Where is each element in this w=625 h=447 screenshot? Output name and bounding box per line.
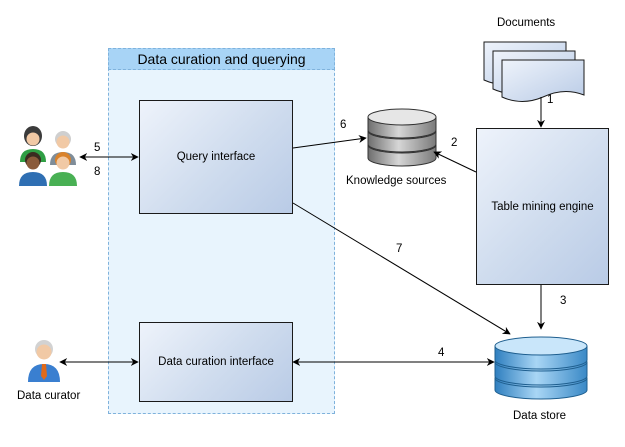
- edge-label-3: 3: [560, 295, 567, 307]
- documents-label: Documents: [497, 17, 556, 29]
- edge-label-5: 5: [94, 142, 101, 154]
- curation-interface-label: Data curation interface: [158, 356, 274, 368]
- edge-label-8: 8: [94, 166, 101, 178]
- data-store-icon: [494, 336, 588, 400]
- query-interface-box: Query interface: [139, 100, 293, 214]
- data-curator-icon: [28, 340, 60, 382]
- data-curator-label: Data curator: [17, 390, 81, 402]
- knowledge-sources-icon: [367, 108, 437, 167]
- documents-icon: [483, 41, 585, 102]
- query-interface-label: Query interface: [176, 151, 256, 163]
- group-title: Data curation and querying: [108, 48, 335, 70]
- edge-label-7: 7: [396, 243, 403, 255]
- edge-label-4: 4: [438, 347, 445, 359]
- edge-label-2: 2: [451, 137, 458, 149]
- users-group-icon: [19, 126, 77, 186]
- edge-engine-to-knowledge: [433, 151, 477, 173]
- table-mining-engine-label: Table mining engine: [491, 200, 594, 213]
- data-store-label: Data store: [513, 410, 567, 422]
- edge-label-6: 6: [340, 119, 347, 131]
- knowledge-sources-label: Knowledge sources: [346, 175, 447, 187]
- edge-query-to-store: [292, 202, 511, 335]
- table-mining-engine-box: Table mining engine: [476, 128, 609, 285]
- curation-interface-box: Data curation interface: [139, 322, 293, 402]
- edge-label-1: 1: [547, 94, 554, 106]
- edge-query-to-knowledge: [292, 135, 367, 149]
